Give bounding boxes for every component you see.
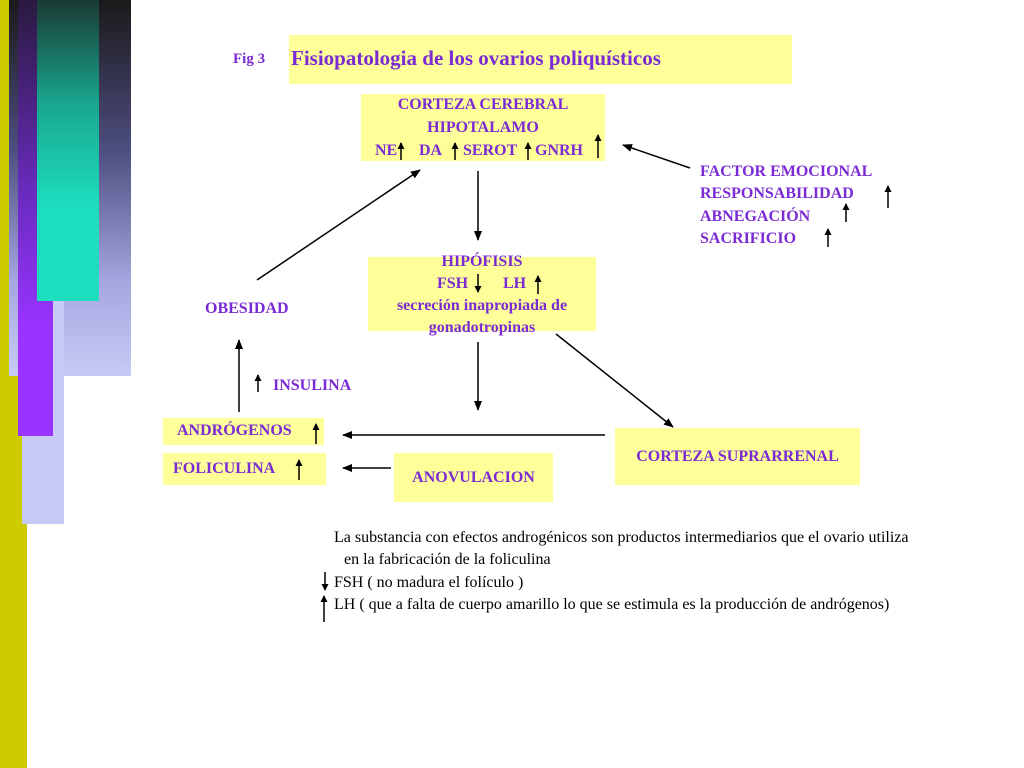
hipofisis-line3: secreción inapropiada de (396, 297, 568, 314)
note-line1: La substancia con efectos androgénicos s… (334, 529, 909, 546)
note-line4: LH ( que a falta de cuerpo amarillo lo q… (334, 596, 890, 613)
arrow-hipofisis-to-suprarrenal (555, 333, 674, 428)
insulina-label: INSULINA (273, 377, 352, 394)
androgenos-label: ANDRÓGENOS (177, 422, 292, 439)
anovulacion-box (394, 453, 553, 502)
factor-line1: FACTOR EMOCIONAL (700, 163, 873, 180)
hipofisis-line1: HIPÓFISIS (441, 253, 523, 270)
factor-line2: RESPONSABILIDAD (700, 185, 854, 202)
hipofisis-fsh: FSH (437, 275, 469, 292)
hipofisis-line4: gonadotropinas (428, 319, 536, 336)
anovulacion-label: ANOVULACION (412, 469, 535, 486)
note-line3: FSH ( no madura el folículo ) (334, 574, 524, 591)
corteza-gnrh: GNRH (535, 142, 583, 159)
arrow-obesidad-to-corteza (256, 169, 421, 281)
obesidad-label: OBESIDAD (205, 300, 289, 317)
decor-bar-teal (37, 0, 99, 301)
androgenos-box (163, 418, 324, 445)
factor-line3: ABNEGACIÓN (700, 208, 811, 225)
arrow-factor-to-corteza (622, 144, 691, 169)
corteza-ne: NE (375, 142, 398, 159)
title-box (289, 35, 792, 84)
note-line2: en la fabricación de la foliculina (344, 551, 551, 568)
hipofisis-lh: LH (503, 275, 527, 292)
corteza-line1: CORTEZA CEREBRAL (397, 96, 569, 113)
hipofisis-box (368, 257, 596, 331)
suprarrenal-box (615, 428, 860, 485)
corteza-da: DA (419, 142, 443, 159)
factor-line4: SACRIFICIO (700, 230, 797, 247)
foliculina-label: FOLICULINA (173, 460, 276, 477)
corteza-serot: SEROT (463, 142, 518, 159)
fig-label: Fig 3 (233, 51, 266, 67)
page-title: Fisiopatologia de los ovarios poliquísti… (291, 46, 661, 70)
corteza-line2: HIPOTALAMO (427, 119, 539, 136)
suprarrenal-label: CORTEZA SUPRARRENAL (636, 448, 839, 465)
